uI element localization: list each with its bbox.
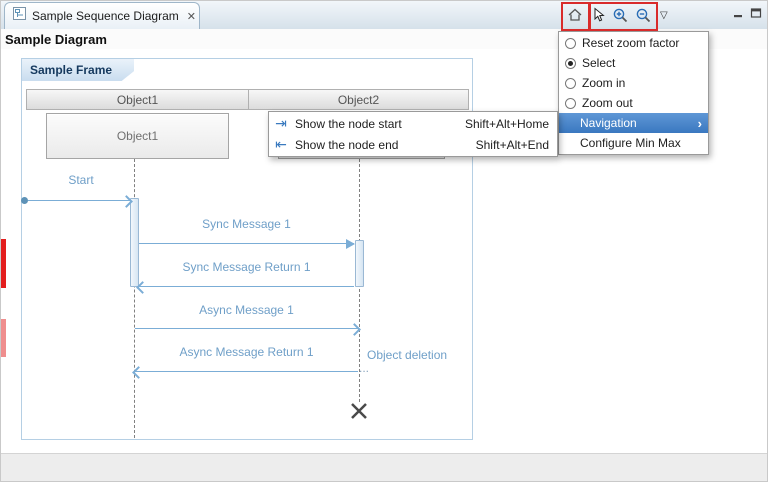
object-deletion-cross-icon[interactable] [349, 401, 369, 426]
sync-return-1-label: Sync Message Return 1 [182, 260, 311, 274]
menu-item-navigation[interactable]: Navigation › [559, 113, 708, 133]
async-return-1-label: Async Message Return 1 [179, 345, 314, 359]
object2-header[interactable]: Object2 [248, 89, 469, 110]
node-end-icon: ⇤ [275, 136, 287, 152]
annotation-box-home [561, 2, 591, 31]
submenu-item-show-node-start[interactable]: ⇥ Show the node start Shift+Alt+Home [269, 113, 557, 134]
sync-return-1-line[interactable] [139, 286, 354, 287]
sync-message-1-arrowhead-icon [346, 239, 355, 249]
async-message-1-label: Async Message 1 [199, 303, 294, 317]
maximize-icon[interactable] [750, 6, 762, 24]
radio-icon [565, 37, 576, 49]
node-start-icon: ⇥ [275, 115, 287, 131]
left-ruler-marker-red[interactable] [1, 239, 6, 288]
zoom-in-icon[interactable] [610, 5, 631, 26]
page-title-text: Sample Diagram [5, 31, 107, 47]
start-message-label: Start [68, 173, 94, 187]
navigation-submenu: ⇥ Show the node start Shift+Alt+Home ⇤ S… [268, 111, 558, 157]
window-controls [733, 6, 762, 24]
menu-item-zoom-out[interactable]: Zoom out [559, 93, 708, 113]
async-message-1-line[interactable] [135, 328, 358, 329]
submenu-item-label: Show the node end [295, 137, 399, 152]
async-return-1-line[interactable] [135, 371, 358, 372]
diagram-file-icon [13, 7, 26, 25]
minimize-icon[interactable] [733, 6, 745, 24]
radio-icon [565, 97, 576, 109]
sequence-frame[interactable] [21, 58, 473, 440]
submenu-arrow-icon: › [697, 115, 702, 131]
menu-item-select[interactable]: Select [559, 53, 708, 73]
context-menu: Reset zoom factor Select Zoom in Zoom ou… [558, 31, 709, 155]
left-ruler-marker-salmon[interactable] [1, 319, 6, 357]
menu-item-configure-min-max[interactable]: Configure Min Max [559, 133, 708, 153]
annotation-box-tools [588, 2, 658, 31]
object1-box[interactable]: Object1 [46, 113, 229, 159]
sync-message-1-label: Sync Message 1 [202, 217, 291, 231]
sync-message-1-line[interactable] [139, 243, 354, 244]
status-bar [1, 453, 767, 481]
menu-item-reset-zoom[interactable]: Reset zoom factor [559, 33, 708, 53]
frame-label[interactable]: Sample Frame [22, 59, 134, 81]
menu-item-label: Zoom in [582, 76, 626, 90]
diagram-toolbar: ▽ [564, 4, 668, 26]
menu-item-label: Configure Min Max [580, 136, 681, 150]
object2-activation-bar[interactable] [355, 240, 364, 287]
start-node[interactable] [21, 197, 28, 204]
menu-item-zoom-in[interactable]: Zoom in [559, 73, 708, 93]
tab-bar: Sample Sequence Diagram ✕ ▽ [1, 1, 767, 30]
lifeline-ellipsis: ... [359, 361, 370, 375]
object1-header[interactable]: Object1 [26, 89, 249, 110]
object1-lifeline[interactable] [134, 159, 135, 438]
menu-item-label: Reset zoom factor [582, 36, 680, 50]
menu-item-label: Navigation [580, 116, 637, 130]
object-deletion-label: Object deletion [367, 348, 448, 362]
tab-title: Sample Sequence Diagram [32, 9, 179, 23]
submenu-item-shortcut: Shift+Alt+End [475, 137, 549, 152]
tab-close-icon[interactable]: ✕ [186, 10, 196, 23]
home-icon[interactable] [564, 5, 585, 26]
submenu-item-shortcut: Shift+Alt+Home [464, 116, 549, 131]
view-menu-dropdown-icon[interactable]: ▽ [660, 9, 668, 21]
zoom-out-icon[interactable] [633, 5, 654, 26]
radio-icon [565, 77, 576, 89]
submenu-item-label: Show the node start [295, 116, 402, 131]
menu-item-label: Zoom out [582, 96, 633, 110]
tab-sample-sequence-diagram[interactable]: Sample Sequence Diagram ✕ [4, 2, 200, 29]
radio-checked-icon [565, 57, 576, 69]
start-message-line[interactable] [28, 200, 130, 201]
menu-item-label: Select [582, 56, 616, 70]
object1-activation-bar[interactable] [130, 198, 139, 287]
submenu-item-show-node-end[interactable]: ⇤ Show the node end Shift+Alt+End [269, 134, 557, 155]
select-cursor-icon[interactable] [587, 5, 608, 26]
